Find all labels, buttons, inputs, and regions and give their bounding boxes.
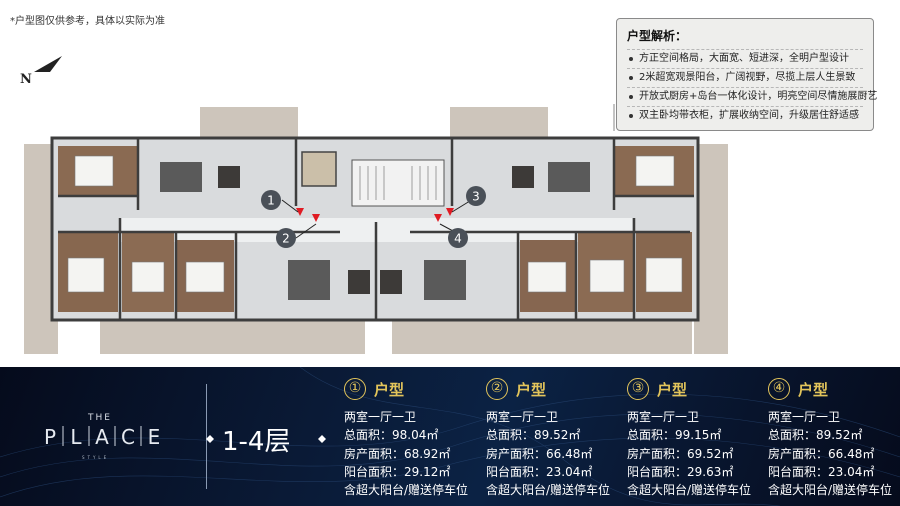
unit-total-area: 总面积：89.52㎡	[486, 428, 581, 443]
unit-layout: 两室一厅一卫	[344, 410, 417, 424]
compass-arrow-icon	[34, 56, 62, 72]
diamond-icon	[206, 435, 214, 443]
unit-marker-4: 4	[448, 228, 468, 248]
unit-layout: 两室一厅一卫	[486, 410, 559, 424]
layout-analysis-panel: 户型解析： 方正空间格局，大面宽、短进深，全明户型设计 2米超宽观景阳台，广阔视…	[616, 18, 877, 131]
logo-letter: C	[121, 425, 135, 448]
floor-plan: 1 2 3 4	[24, 104, 728, 354]
logo-subtitle: STYLE	[82, 455, 110, 460]
entry-arrows	[296, 208, 454, 222]
unit-card-1: ① 户型 两室一厅一卫 总面积：98.04㎡ 房产面积：68.92㎡ 阳台面积：2…	[344, 378, 474, 499]
unit-room-area: 房产面积：66.48㎡	[486, 446, 593, 461]
unit-number: ②	[486, 378, 508, 400]
floor-label: 1-4层	[222, 427, 291, 457]
the-place-logo: P L A C E	[44, 425, 161, 448]
unit-balcony-area: 阳台面积：29.12㎡	[344, 464, 451, 479]
north-letter: N	[20, 72, 32, 87]
analysis-item: 双主卧均带衣柜，扩展收纳空间，升级居住舒适感	[627, 106, 863, 125]
analysis-title: 户型解析：	[627, 29, 688, 43]
unit-number: ①	[344, 378, 366, 400]
analysis-item: 开放式厨房+岛台一体化设计，明亮空间尽情施展厨艺	[627, 87, 877, 106]
dining-tables	[218, 166, 534, 294]
unit-marker-4-text: 4	[454, 232, 462, 246]
unit-type: 户型	[798, 381, 829, 399]
unit-marker-3: 3	[466, 186, 486, 206]
unit-total-area: 总面积：99.15㎡	[627, 428, 722, 443]
unit-marker-2-text: 2	[282, 232, 290, 246]
logo-letter: A	[95, 425, 109, 448]
analysis-item: 2米超宽观景阳台，广阔视野，尽揽上层人生景致	[627, 68, 863, 87]
floor-divider	[206, 384, 207, 489]
unit-note: 含超大阳台/赠送停车位	[344, 483, 469, 498]
unit-type: 户型	[374, 381, 405, 399]
sofas	[160, 162, 590, 300]
unit-marker-3-text: 3	[472, 190, 480, 204]
logo-letter: P	[44, 425, 56, 448]
info-banner	[0, 367, 900, 506]
logo-letter: E	[148, 425, 161, 448]
unit-marker-1-text: 1	[267, 194, 275, 208]
unit-room-area: 房产面积：69.52㎡	[627, 446, 734, 461]
unit-marker-2: 2	[276, 228, 296, 248]
unit-balcony-area: 阳台面积：23.04㎡	[768, 464, 875, 479]
unit-card-3: ③ 户型 两室一厅一卫 总面积：99.15㎡ 房产面积：69.52㎡ 阳台面积：2…	[627, 378, 757, 499]
unit-note: 含超大阳台/赠送停车位	[768, 483, 893, 498]
balcony-east	[694, 144, 728, 354]
unit-layout: 两室一厅一卫	[768, 410, 841, 424]
balcony-south-left	[100, 316, 365, 354]
unit-card-2: ② 户型 两室一厅一卫 总面积：89.52㎡ 房产面积：66.48㎡ 阳台面积：2…	[486, 378, 616, 499]
unit-total-area: 总面积：98.04㎡	[344, 428, 439, 443]
balcony-north-right	[450, 107, 548, 141]
elevator	[301, 151, 337, 187]
stair-treads	[359, 166, 437, 200]
interior-walls	[58, 138, 694, 320]
balcony-south-right	[392, 316, 692, 354]
unit-room-area: 房产面积：68.92㎡	[344, 446, 451, 461]
analysis-item: 方正空间格局，大面宽、短进深，全明户型设计	[627, 49, 863, 68]
unit-type: 户型	[657, 381, 688, 399]
unit-layout: 两室一厅一卫	[627, 410, 700, 424]
unit-total-area: 总面积：89.52㎡	[768, 428, 863, 443]
unit-balcony-area: 阳台面积：23.04㎡	[486, 464, 593, 479]
stair-core	[351, 159, 445, 207]
disclaimer-text: *户型图仅供参考，具体以实际为准	[10, 16, 165, 27]
beds	[67, 155, 683, 293]
unit-room-area: 房产面积：66.48㎡	[768, 446, 875, 461]
unit-marker-1: 1	[261, 190, 281, 210]
floor-diamonds	[206, 435, 326, 443]
banner-texture	[0, 367, 900, 506]
unit-balcony-area: 阳台面积：29.63㎡	[627, 464, 734, 479]
logo-letter: L	[70, 425, 82, 448]
unit-note: 含超大阳台/赠送停车位	[486, 483, 611, 498]
unit-number: ③	[627, 378, 649, 400]
unit-type: 户型	[516, 381, 547, 399]
unit-note: 含超大阳台/赠送停车位	[627, 483, 752, 498]
logo-the: THE	[88, 413, 112, 423]
unit-card-4: ④ 户型 两室一厅一卫 总面积：89.52㎡ 房产面积：66.48㎡ 阳台面积：2…	[768, 378, 898, 499]
north-compass: N	[20, 50, 70, 90]
diamond-icon	[318, 435, 326, 443]
balcony-north-left	[200, 107, 298, 141]
unit-number: ④	[768, 378, 790, 400]
